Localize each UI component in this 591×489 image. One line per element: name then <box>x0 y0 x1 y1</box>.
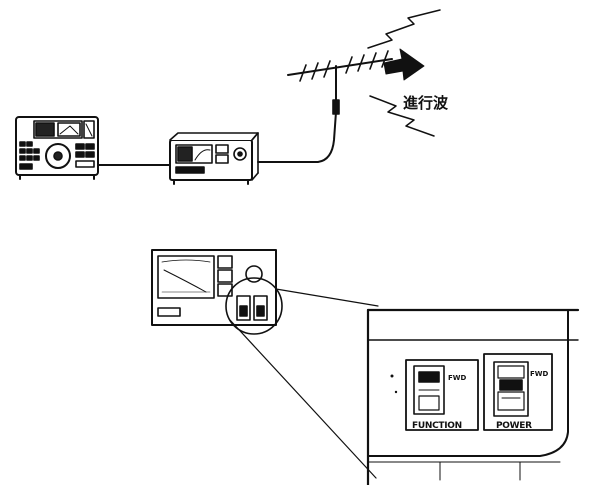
enlarged-switch-panel <box>366 308 580 487</box>
magnifier-circle <box>225 277 283 335</box>
radio-wave-lower <box>369 95 435 137</box>
transceiver <box>15 116 99 180</box>
fwd-label-lower: FWD <box>530 370 549 378</box>
function-label: FUNCTION <box>412 421 462 431</box>
meter-front-small <box>151 249 277 326</box>
function-switch: FWD FUNCTION <box>405 359 479 431</box>
magnifier-leader-top <box>275 288 379 307</box>
antenna-connector <box>332 99 340 115</box>
coax-cable-2 <box>257 111 337 163</box>
yagi-antenna <box>287 50 393 101</box>
traveling-wave-label: 進行波 <box>403 94 449 112</box>
radio-wave-upper <box>367 9 441 49</box>
magnifier-leader-bottom <box>229 319 377 479</box>
traveling-wave-arrow <box>383 48 425 81</box>
power-switch: FWD POWER <box>483 353 553 431</box>
fwd-label-upper: FWD <box>448 374 467 382</box>
swr-meter <box>169 132 259 185</box>
power-label: POWER <box>496 421 532 431</box>
